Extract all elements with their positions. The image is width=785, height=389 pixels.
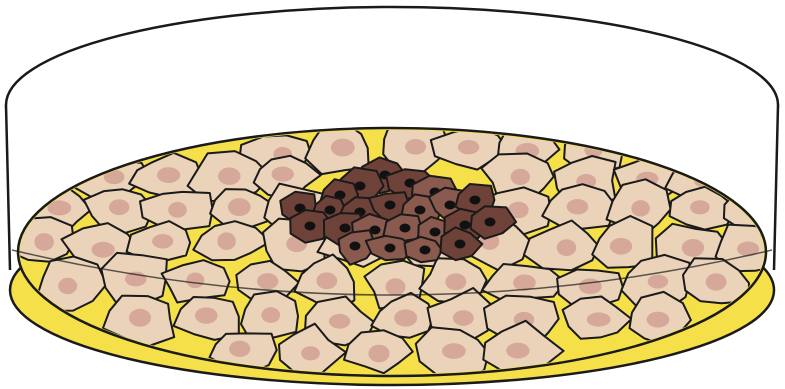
- cell-nucleus: [610, 238, 632, 255]
- cluster-cell-nucleus: [415, 206, 426, 215]
- cell-nucleus: [261, 307, 280, 323]
- cell-nucleus: [647, 312, 670, 328]
- cell-nucleus: [34, 233, 54, 251]
- cell-nucleus: [453, 310, 474, 326]
- cell-nucleus: [587, 312, 611, 326]
- cell-nucleus: [682, 239, 704, 257]
- cell-nucleus: [405, 139, 426, 155]
- cluster-cell-nucleus: [350, 242, 361, 251]
- cell-nucleus: [168, 202, 187, 218]
- cell-nucleus: [368, 345, 389, 363]
- cluster-cell-nucleus: [385, 201, 396, 210]
- cluster-cell-nucleus: [305, 222, 316, 231]
- cell-nucleus: [648, 275, 668, 289]
- cell-nucleus: [109, 199, 129, 215]
- cluster-cell-nucleus: [430, 228, 441, 237]
- cell-nucleus: [301, 346, 320, 360]
- cell-nucleus: [706, 273, 727, 290]
- cell-nucleus: [129, 309, 151, 327]
- cell-nucleus: [272, 167, 294, 182]
- cell-nucleus: [218, 168, 240, 185]
- cell-nucleus: [442, 343, 466, 359]
- cluster-cell-nucleus: [460, 221, 471, 230]
- cell-nucleus: [228, 198, 251, 216]
- cell-nucleus: [506, 343, 529, 359]
- cell-nucleus: [511, 169, 530, 185]
- cell-nucleus: [329, 314, 350, 329]
- cell-nucleus: [579, 279, 602, 295]
- cell-nucleus: [458, 140, 479, 154]
- cluster-cell-nucleus: [445, 201, 456, 210]
- cell-nucleus: [217, 232, 236, 250]
- cluster-cell-nucleus: [470, 196, 481, 205]
- cell-nucleus: [394, 309, 417, 326]
- cell-nucleus: [557, 239, 576, 256]
- cell-nucleus: [567, 199, 589, 214]
- cell-nucleus: [186, 273, 204, 289]
- cell-nucleus: [257, 273, 278, 289]
- cell-nucleus: [445, 273, 466, 290]
- cell-nucleus: [631, 200, 650, 216]
- cell-nucleus: [92, 242, 115, 258]
- cell-nucleus: [58, 278, 77, 294]
- cell-nucleus: [195, 307, 218, 323]
- cluster-cell-nucleus: [485, 218, 496, 227]
- cell-nucleus: [690, 200, 710, 214]
- cell-nucleus: [316, 272, 337, 289]
- cell-nucleus: [229, 341, 250, 357]
- cluster-cell-nucleus: [325, 206, 336, 215]
- cluster-cell-nucleus: [455, 240, 466, 249]
- cluster-cell-nucleus: [420, 246, 431, 255]
- cell-nucleus: [331, 139, 355, 157]
- cluster-cell-nucleus: [340, 224, 351, 233]
- cell-nucleus: [152, 234, 173, 248]
- cell-nucleus: [386, 278, 406, 295]
- cluster-cell-nucleus: [385, 244, 396, 253]
- cell-nucleus: [157, 167, 180, 183]
- cluster-cell-nucleus: [400, 224, 411, 233]
